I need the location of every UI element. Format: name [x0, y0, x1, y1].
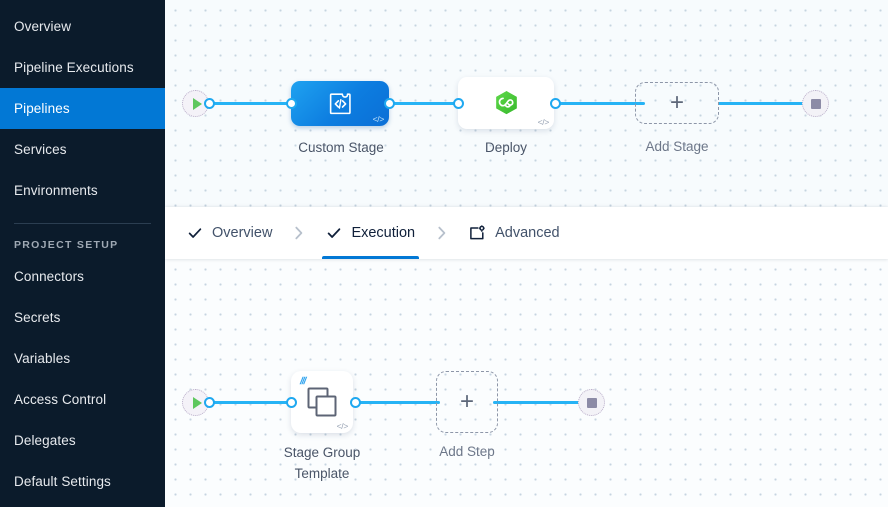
- stage-node-custom-stage[interactable]: </>: [291, 81, 389, 126]
- stage-node-deploy[interactable]: </>: [458, 77, 554, 129]
- check-icon: [326, 225, 342, 241]
- sidebar-item-access-control[interactable]: Access Control: [0, 379, 165, 420]
- stage-node-layer: </> Custom Stage: [165, 0, 888, 207]
- deploy-harness-icon: [495, 90, 517, 114]
- add-step-button[interactable]: +: [436, 371, 498, 433]
- edge-add-step-to-end: [493, 401, 593, 404]
- edge-add-to-end: [718, 102, 818, 105]
- stage-label-deploy: Deploy: [484, 140, 528, 155]
- advanced-icon: [469, 224, 486, 242]
- tab-separator: [419, 225, 465, 241]
- step-label-stage-group-template: Stage Group Template: [283, 445, 361, 481]
- tab-overview[interactable]: Overview: [183, 207, 276, 259]
- port-step-start-out[interactable]: [204, 397, 215, 408]
- stage-label-add-stage: Add Stage: [645, 139, 709, 154]
- code-badge-icon: </>: [372, 113, 385, 124]
- custom-stage-icon: [329, 92, 351, 114]
- tab-separator: [276, 225, 322, 241]
- edge-custom-to-deploy: [389, 102, 481, 105]
- add-stage-button[interactable]: +: [635, 82, 719, 124]
- play-icon: [192, 396, 202, 409]
- stacked-squares-icon: [307, 387, 337, 417]
- sidebar-item-default-settings[interactable]: Default Settings: [0, 461, 165, 502]
- port-deploy-in[interactable]: [453, 98, 464, 109]
- sidebar-item-label: Pipelines: [14, 101, 70, 116]
- tab-label: Overview: [212, 225, 273, 241]
- port-custom-in[interactable]: [286, 98, 297, 109]
- sidebar: Overview Pipeline Executions Pipelines S…: [0, 0, 165, 507]
- sidebar-divider: [14, 223, 151, 224]
- edge-template-to-add-step: [355, 401, 440, 404]
- port-deploy-out[interactable]: [550, 98, 561, 109]
- sidebar-item-label: Connectors: [14, 269, 85, 284]
- plus-icon: +: [669, 89, 684, 116]
- step-end-node[interactable]: [578, 389, 605, 416]
- tab-label: Execution: [351, 225, 416, 241]
- port-start-out[interactable]: [204, 98, 215, 109]
- stage-label-custom-stage: Custom Stage: [298, 140, 384, 155]
- sidebar-item-label: Default Settings: [14, 474, 111, 489]
- tab-advanced[interactable]: Advanced: [465, 207, 564, 259]
- sidebar-section-project-setup: PROJECT SETUP: [14, 239, 119, 251]
- stage-tabbar: Overview Execution: [165, 207, 888, 259]
- sidebar-item-label: Access Control: [14, 392, 107, 407]
- sidebar-item-label: Pipeline Executions: [14, 60, 134, 75]
- step-node-stage-group-template[interactable]: /// </>: [291, 371, 353, 433]
- sidebar-item-connectors[interactable]: Connectors: [0, 256, 165, 297]
- sidebar-item-delegates[interactable]: Delegates: [0, 420, 165, 461]
- edge-deploy-to-add: [555, 102, 645, 105]
- tab-label: Advanced: [495, 225, 560, 241]
- edge-start-to-template: [198, 401, 298, 404]
- sidebar-item-services[interactable]: Services: [0, 129, 165, 170]
- sidebar-item-pipeline-executions[interactable]: Pipeline Executions: [0, 47, 165, 88]
- sidebar-item-secrets[interactable]: Secrets: [0, 297, 165, 338]
- port-template-in[interactable]: [286, 397, 297, 408]
- sidebar-item-pipelines[interactable]: Pipelines: [0, 88, 165, 129]
- check-icon: [187, 225, 203, 241]
- port-template-out[interactable]: [350, 397, 361, 408]
- tab-execution[interactable]: Execution: [322, 207, 419, 259]
- step-node-layer: /// </> Stage Group Template + Add Step: [165, 259, 888, 507]
- chevron-right-icon: [295, 226, 303, 240]
- main-content: </> Custom Stage: [165, 0, 888, 507]
- stop-icon: [810, 98, 821, 109]
- sidebar-item-label: Secrets: [14, 310, 61, 325]
- sidebar-item-label: Variables: [14, 351, 71, 366]
- play-icon: [192, 97, 202, 110]
- plus-icon: +: [459, 388, 474, 415]
- code-badge-icon: </>: [336, 420, 349, 431]
- stage-canvas[interactable]: </> Custom Stage: [165, 0, 888, 207]
- code-badge-icon: </>: [537, 116, 550, 127]
- stop-icon: [586, 397, 597, 408]
- port-custom-out[interactable]: [384, 98, 395, 109]
- sidebar-item-variables[interactable]: Variables: [0, 338, 165, 379]
- step-label-add-step: Add Step: [439, 444, 495, 459]
- chevron-right-icon: [438, 226, 446, 240]
- sidebar-item-overview[interactable]: Overview: [0, 6, 165, 47]
- pipeline-end-node[interactable]: [802, 90, 829, 117]
- step-canvas[interactable]: /// </> Stage Group Template + Add Step: [165, 259, 888, 507]
- sidebar-item-label: Environments: [14, 183, 98, 198]
- edge-start-to-custom: [198, 102, 298, 105]
- sidebar-item-environments[interactable]: Environments: [0, 170, 165, 211]
- sidebar-item-label: Delegates: [14, 433, 76, 448]
- sidebar-item-label: Overview: [14, 19, 72, 34]
- sidebar-item-label: Services: [14, 142, 67, 157]
